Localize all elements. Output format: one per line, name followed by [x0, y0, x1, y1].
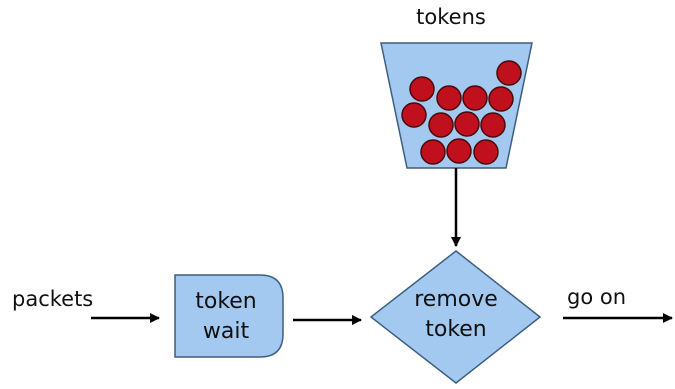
token-circle	[480, 112, 506, 138]
token-circle	[409, 76, 435, 102]
tokens-label: tokens	[416, 5, 486, 29]
token-circle	[436, 85, 462, 111]
token-wait-shape	[174, 274, 284, 358]
tokens-group	[401, 60, 522, 165]
go-on-label: go on	[567, 285, 626, 309]
token-circle	[473, 139, 499, 165]
remove-token-label-line2: token	[425, 317, 487, 342]
token-wait-box: token wait	[174, 274, 284, 358]
token-wait-label-line2: wait	[203, 319, 250, 344]
token-circle	[420, 139, 446, 165]
packets-label: packets	[12, 287, 93, 311]
remove-token-label-line1: remove	[414, 287, 498, 312]
token-circle	[454, 111, 480, 137]
token-circle	[401, 102, 427, 128]
token-circle	[446, 138, 472, 164]
token-circle	[496, 60, 522, 86]
token-bucket	[380, 42, 533, 169]
token-circle	[428, 112, 454, 138]
token-circle	[488, 86, 514, 112]
token-wait-label-line1: token	[195, 289, 257, 314]
remove-token-shape	[369, 250, 542, 384]
remove-token-diamond: remove token	[369, 250, 542, 384]
token-circle	[462, 85, 488, 111]
